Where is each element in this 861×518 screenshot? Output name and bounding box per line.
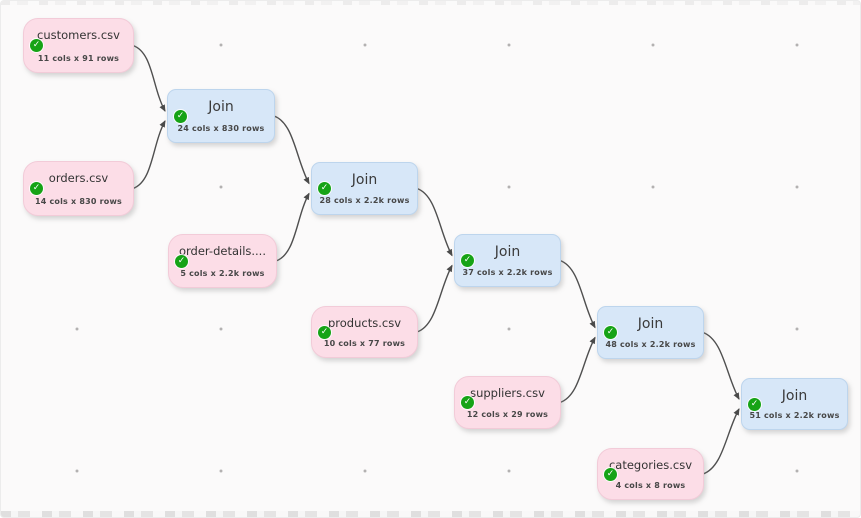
edge-orders-to-join1 <box>132 120 166 190</box>
node-title: Join <box>351 172 378 188</box>
status-ok-icon: ✓ <box>318 325 331 339</box>
node-title: suppliers.csv <box>470 386 545 400</box>
node-products[interactable]: ✓ products.csv 10 cols x 77 rows <box>311 306 418 358</box>
node-title: Join <box>637 316 664 332</box>
node-stats: 24 cols x 830 rows <box>177 124 265 133</box>
node-orders[interactable]: ✓ orders.csv 14 cols x 830 rows <box>23 161 134 216</box>
node-title: Join <box>494 244 521 260</box>
node-stats: 11 cols x 91 rows <box>37 54 120 63</box>
edge-order-details-to-join2 <box>275 192 310 262</box>
status-ok-icon: ✓ <box>174 109 187 123</box>
node-stats: 14 cols x 830 rows <box>34 197 123 206</box>
node-stats: 5 cols x 2.2k rows <box>180 269 265 278</box>
node-suppliers[interactable]: ✓ suppliers.csv 12 cols x 29 rows <box>454 376 561 429</box>
status-ok-icon: ✓ <box>30 39 43 52</box>
node-join3[interactable]: ✓ Join 37 cols x 2.2k rows <box>454 234 561 287</box>
node-join1[interactable]: ✓ Join 24 cols x 830 rows <box>167 89 275 143</box>
node-stats: 12 cols x 29 rows <box>466 410 549 419</box>
status-ok-icon: ✓ <box>604 467 617 481</box>
edge-suppliers-to-join4 <box>559 336 596 404</box>
status-ok-icon: ✓ <box>604 326 617 339</box>
status-ok-icon: ✓ <box>175 254 188 268</box>
node-join2[interactable]: ✓ Join 28 cols x 2.2k rows <box>311 162 418 215</box>
edge-join2-to-join3 <box>416 187 453 257</box>
node-join4[interactable]: ✓ Join 48 cols x 2.2k rows <box>597 306 704 359</box>
edge-join4-to-join5 <box>702 331 740 400</box>
node-stats: 37 cols x 2.2k rows <box>462 268 553 277</box>
node-title: Join <box>781 388 808 404</box>
edge-products-to-join3 <box>416 264 453 333</box>
node-customers[interactable]: ✓ customers.csv 11 cols x 91 rows <box>23 18 134 73</box>
edge-categories-to-join5 <box>702 408 740 475</box>
node-stats: 4 cols x 8 rows <box>615 481 686 490</box>
edge-customers-to-join1 <box>132 44 166 112</box>
node-title: order-details.... <box>178 244 266 258</box>
node-stats: 51 cols x 2.2k rows <box>749 411 840 420</box>
node-title: customers.csv <box>37 28 120 42</box>
node-stats: 10 cols x 77 rows <box>323 339 406 348</box>
status-ok-icon: ✓ <box>30 182 43 195</box>
status-ok-icon: ✓ <box>461 254 474 267</box>
node-stats: 48 cols x 2.2k rows <box>605 340 696 349</box>
edge-join1-to-join2 <box>273 115 310 185</box>
status-ok-icon: ✓ <box>461 396 474 409</box>
node-title: products.csv <box>328 316 401 330</box>
status-ok-icon: ✓ <box>748 397 761 411</box>
node-join5[interactable]: ✓ Join 51 cols x 2.2k rows <box>741 378 848 430</box>
node-title: categories.csv <box>608 458 693 472</box>
node-title: orders.csv <box>48 171 109 185</box>
status-ok-icon: ✓ <box>318 182 331 195</box>
node-title: Join <box>208 99 234 115</box>
node-stats: 28 cols x 2.2k rows <box>319 196 410 205</box>
edge-join3-to-join4 <box>559 259 596 329</box>
node-categories[interactable]: ✓ categories.csv 4 cols x 8 rows <box>597 448 704 500</box>
node-order-details[interactable]: ✓ order-details.... 5 cols x 2.2k rows <box>168 234 277 288</box>
